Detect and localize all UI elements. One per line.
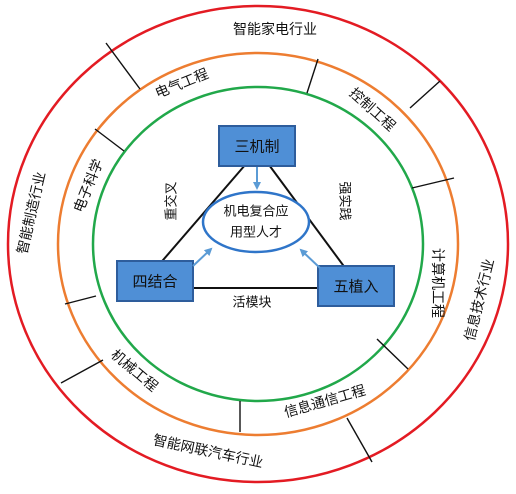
relation-label-right: 强实践	[337, 181, 352, 220]
middle-divider	[64, 295, 97, 305]
middle-ring	[56, 51, 460, 437]
middle-label-top-right: 控制工程	[346, 85, 398, 134]
outer-label-left: 智能制造行业	[15, 170, 49, 255]
box-right: 五植入	[317, 265, 395, 307]
box-left-rect	[116, 260, 194, 302]
outer-ring	[6, 4, 510, 484]
arrow-left	[192, 247, 213, 267]
arrow-right	[299, 248, 321, 269]
center-label-line1: 机电复合应	[223, 204, 288, 220]
middle-label-bottom-left: 机械工程	[107, 347, 160, 395]
outer-divider	[409, 80, 441, 109]
inner-ring	[91, 85, 425, 403]
outer-divider	[60, 359, 104, 384]
box-top: 三机制	[218, 125, 296, 167]
outer-divider	[105, 42, 141, 90]
middle-divider	[306, 58, 319, 94]
middle-divider	[376, 338, 409, 370]
box-left-label: 四结合	[132, 273, 177, 291]
center-label-line2: 用型人才	[230, 226, 282, 241]
box-right-label: 五植入	[333, 278, 378, 296]
outer-divider	[346, 417, 373, 463]
center-ellipse	[201, 190, 311, 254]
box-top-rect	[218, 125, 296, 167]
middle-divider	[411, 177, 455, 189]
box-left: 四结合	[116, 260, 194, 302]
relation-label-left: 重交叉	[164, 181, 180, 220]
box-top-label: 三机制	[234, 138, 279, 156]
relation-label-bottom: 活模块	[232, 296, 271, 311]
middle-divider	[94, 128, 125, 152]
middle-label-right: 计算机工程	[429, 248, 445, 318]
box-right-rect	[317, 265, 395, 307]
outer-label-top: 智能家电行业	[233, 21, 317, 38]
